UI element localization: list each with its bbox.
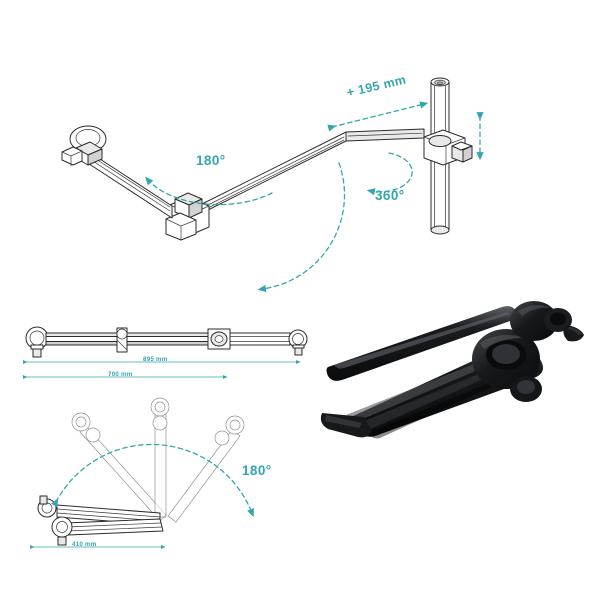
folded-length-label: 410 mm [72, 541, 97, 548]
clamp-collar [472, 329, 540, 389]
lower-sweep-arrow [257, 162, 346, 293]
knob-cluster [510, 301, 584, 342]
beam-end-cap [320, 413, 372, 438]
lower-knob [510, 376, 542, 402]
fold-diagram-linework [29, 397, 254, 550]
clamp-block [207, 328, 231, 350]
folding-range-diagram: 180° 410 mm [0, 395, 310, 575]
extended-arm-side-view: 895 mm 700 mm [0, 300, 330, 400]
swivel-angle-label: 360° [375, 188, 405, 203]
working-length-label: 700 mm [108, 371, 133, 378]
articulating-arm-perspective-view: + 195 mm 180° 360° [61, 73, 484, 293]
ghost-arm-right [167, 415, 245, 523]
rear-tube [326, 306, 517, 381]
elbow-joint [165, 192, 210, 241]
upper-boom-segment [195, 128, 425, 217]
mast-collar-clamp [423, 129, 473, 166]
ghost-arm-left [71, 412, 167, 522]
arm-beam [45, 332, 291, 346]
product-photo-render [320, 301, 584, 439]
arm-end-head [61, 125, 107, 167]
fold-range-arc [50, 443, 254, 518]
fold-range-label: 180° [242, 463, 272, 478]
side-view-linework [22, 326, 308, 380]
ghost-arm-center [150, 397, 170, 518]
mid-hinge [116, 327, 128, 353]
right-end-fitting [288, 329, 308, 356]
fold-angle-label: 180° [196, 153, 226, 168]
overall-length-label: 895 mm [143, 356, 168, 363]
product-photograph [320, 295, 590, 440]
swivel-ellipse-arrow [366, 152, 413, 196]
perspective-linework [61, 77, 484, 293]
fold-arc-arrow [145, 176, 273, 206]
left-end-fitting [25, 326, 49, 358]
extension-arrow [327, 101, 429, 132]
